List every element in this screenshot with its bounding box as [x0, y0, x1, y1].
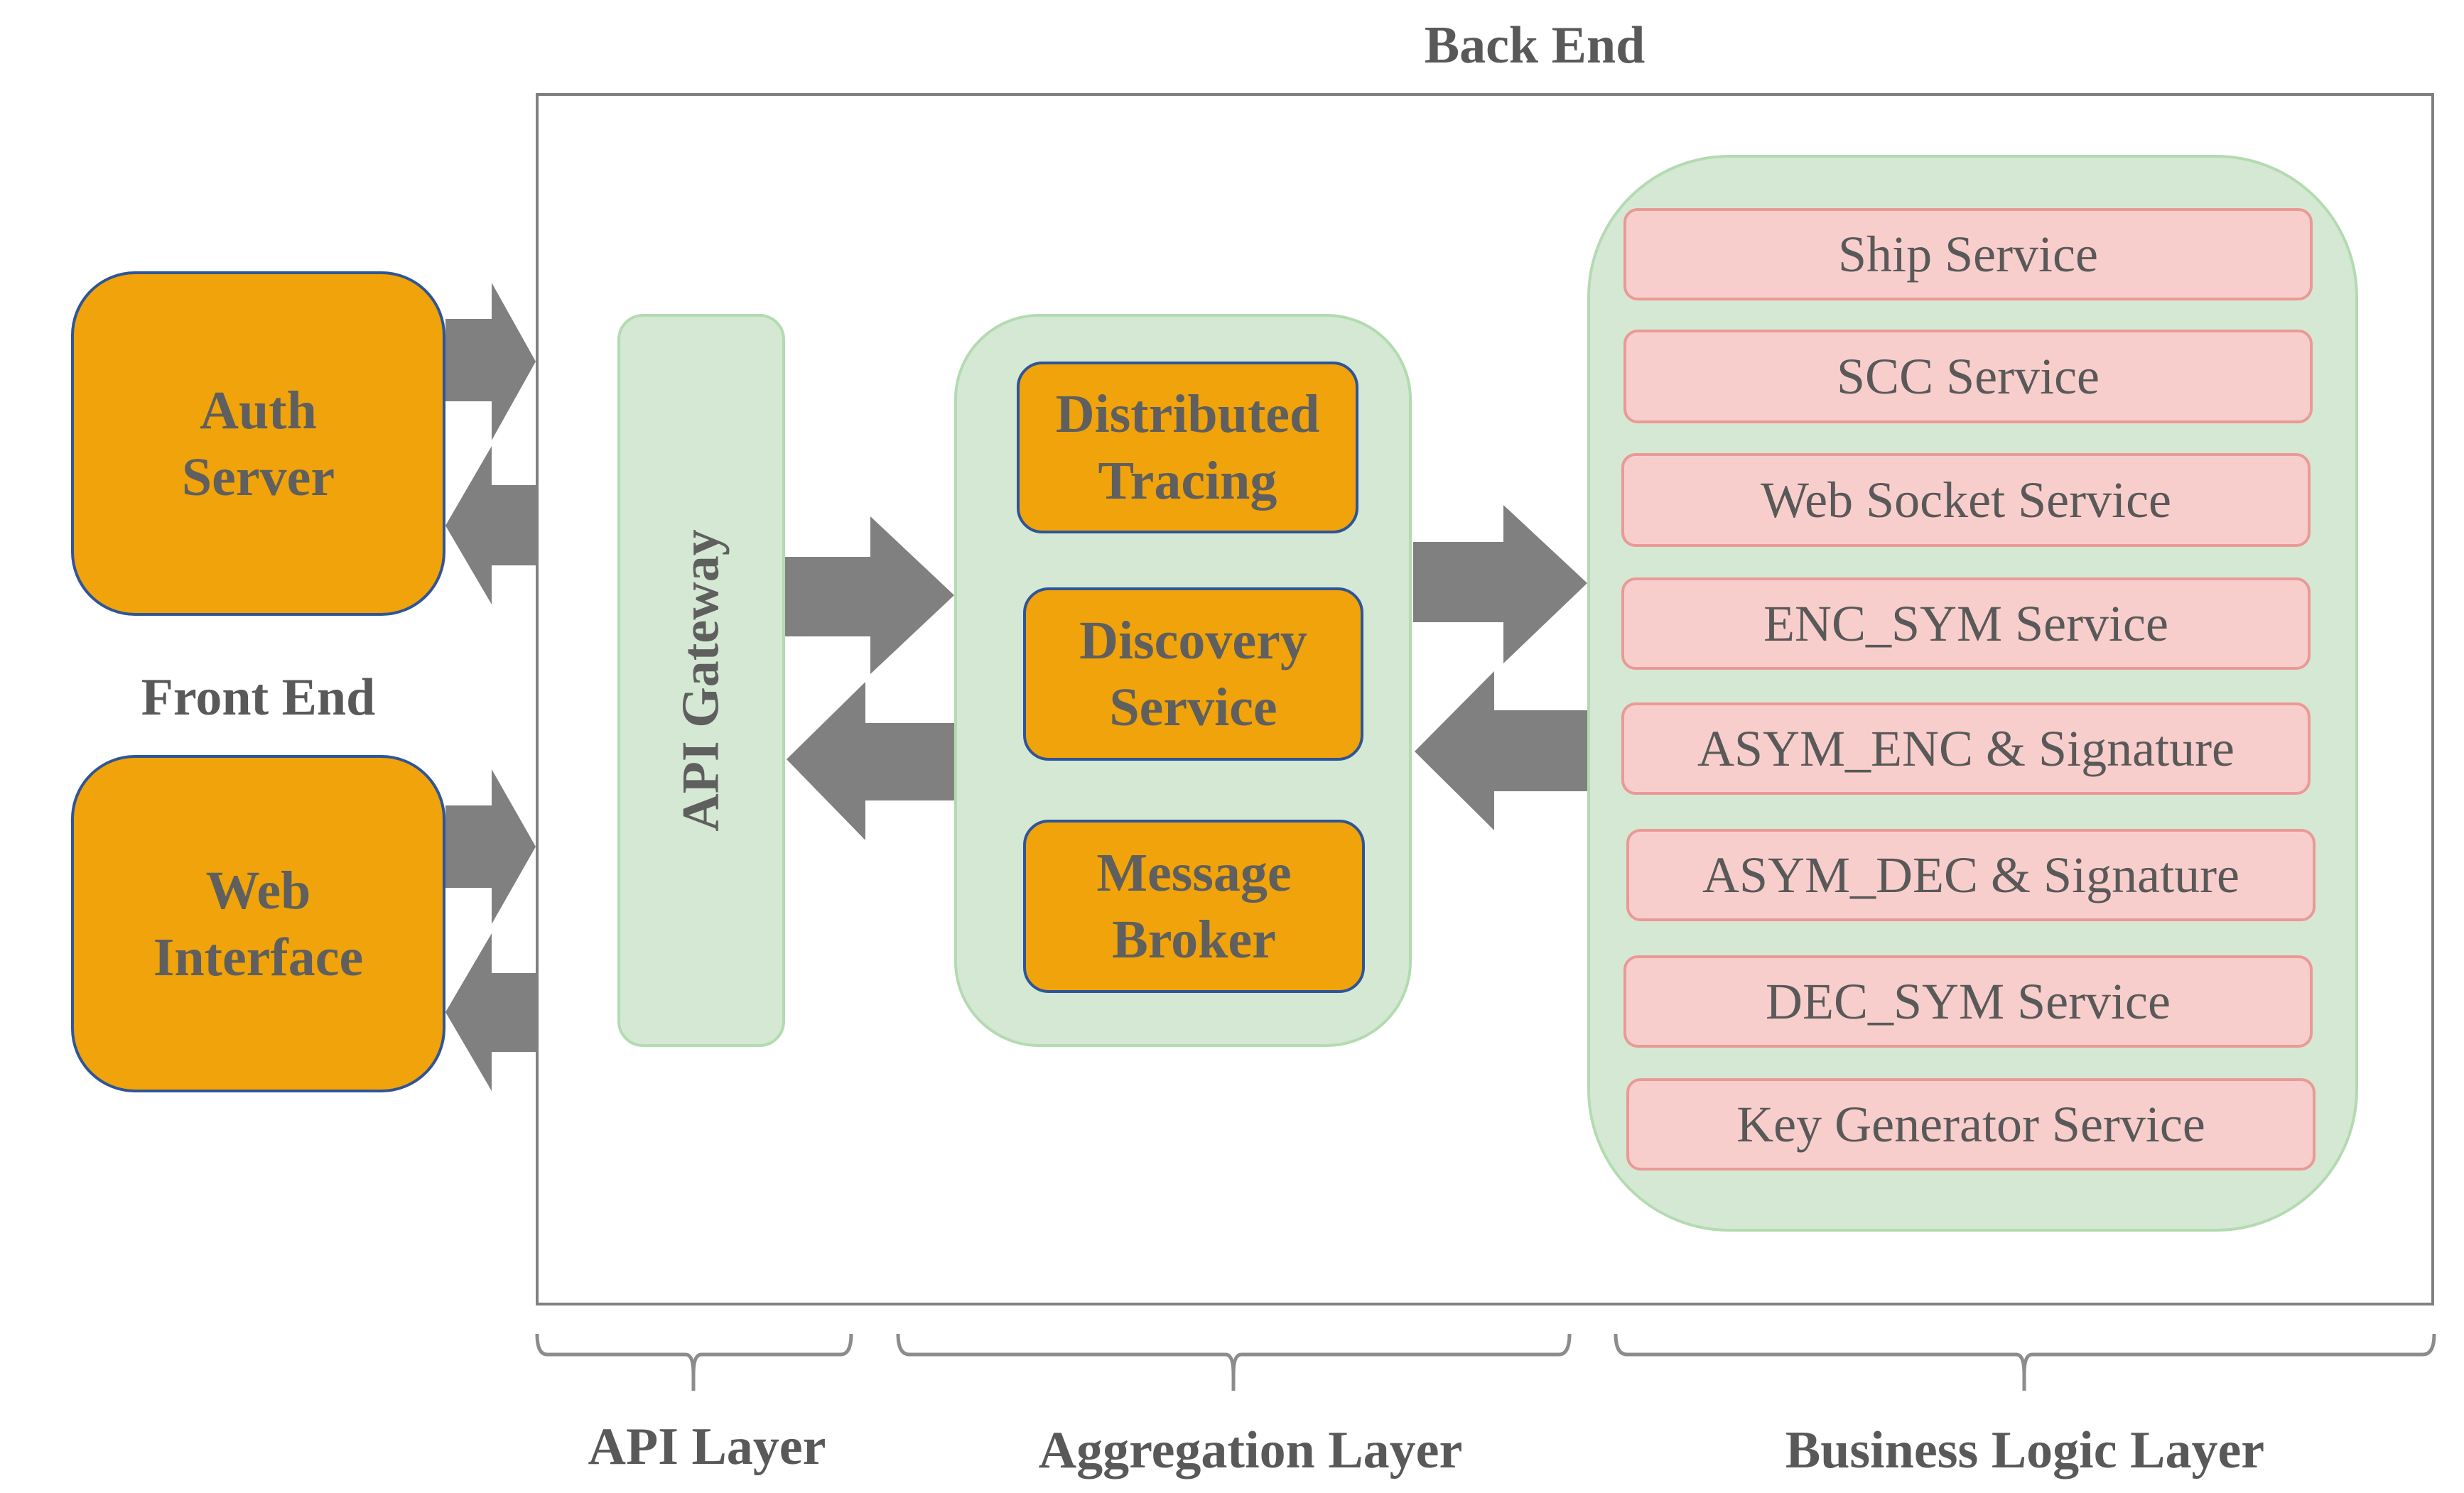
- service-asym-dec-signature[interactable]: ASYM_DEC & Signature: [1626, 829, 2316, 921]
- back-end-title: Back End: [1424, 16, 1646, 75]
- arrow-backend-to-auth: [445, 446, 536, 604]
- arrow-web-to-backend: [445, 769, 536, 924]
- arrow-aggregation-to-gateway: [787, 682, 954, 840]
- arrow-gateway-to-aggregation: [785, 516, 954, 674]
- service-asym-enc-signature[interactable]: ASYM_ENC & Signature: [1621, 702, 2311, 795]
- label-aggregation-layer: Aggregation Layer: [1038, 1421, 1463, 1480]
- auth-server-line2: Server: [181, 447, 335, 507]
- message-broker-line1: Message: [1096, 843, 1292, 903]
- auth-server-line1: Auth: [200, 380, 317, 440]
- api-gateway-panel[interactable]: API Gateway: [617, 314, 785, 1047]
- arrow-business-to-aggregation: [1415, 671, 1587, 830]
- brace-api-layer: [535, 1333, 853, 1391]
- arrow-aggregation-to-business: [1413, 505, 1587, 663]
- service-dec-sym[interactable]: DEC_SYM Service: [1623, 955, 2313, 1048]
- back-end-container: [536, 93, 2434, 1305]
- distributed-tracing-line2: Tracing: [1098, 451, 1277, 511]
- web-interface-line2: Interface: [153, 927, 364, 987]
- distributed-tracing-line1: Distributed: [1055, 384, 1320, 444]
- brace-aggregation-layer: [896, 1333, 1572, 1391]
- service-scc[interactable]: SCC Service: [1623, 330, 2313, 423]
- brace-business-logic-layer: [1614, 1333, 2436, 1391]
- service-ship[interactable]: Ship Service: [1623, 208, 2313, 300]
- service-enc-sym[interactable]: ENC_SYM Service: [1621, 577, 2311, 670]
- web-interface-line1: Web: [205, 860, 311, 921]
- front-end-title: Front End: [141, 668, 376, 727]
- message-broker-line2: Broker: [1112, 910, 1276, 970]
- discovery-service-line2: Service: [1109, 678, 1277, 737]
- label-business-logic-layer: Business Logic Layer: [1785, 1421, 2265, 1480]
- service-key-generator[interactable]: Key Generator Service: [1626, 1078, 2316, 1171]
- arrow-auth-to-backend: [445, 283, 536, 440]
- arrow-backend-to-web: [445, 933, 536, 1091]
- service-web-socket[interactable]: Web Socket Service: [1621, 453, 2311, 547]
- discovery-service-line1: Discovery: [1079, 611, 1307, 671]
- label-api-layer: API Layer: [588, 1418, 826, 1476]
